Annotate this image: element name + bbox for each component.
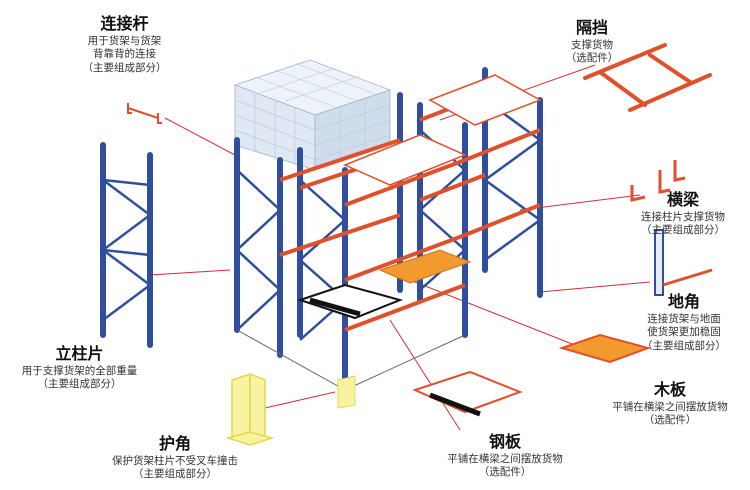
beam-desc-1: 连接柱片支撑货物: [641, 210, 725, 223]
rack-wood-board: [378, 249, 472, 284]
label-divider: 隔挡 支撑货物 （选配件）: [552, 18, 632, 66]
steel-board-desc-1: 平铺在横梁之间摆放货物: [447, 452, 563, 465]
foot-title: 地角: [667, 292, 700, 311]
upright-title: 立柱片: [55, 344, 104, 363]
foot-part: [654, 229, 713, 296]
beam-note: （主要组成部分）: [641, 224, 725, 237]
floor-shadow: [236, 329, 466, 391]
bottom-steel-panel: [296, 283, 404, 320]
wood-board-note: （选配件）: [643, 414, 697, 427]
beam-parts: [630, 160, 686, 202]
beam-title: 横梁: [666, 190, 699, 209]
divider-desc-1: 支撑货物: [571, 38, 613, 51]
foot-desc-1: 连接货架与地面: [647, 312, 721, 325]
divider-title: 隔挡: [575, 18, 608, 37]
foot-note: （主要组成部分）: [642, 340, 726, 353]
connecting-rod-title: 连接杆: [100, 14, 149, 33]
wood-board-title: 木板: [653, 380, 686, 399]
connecting-rod-desc-1: 用于货架与货架: [87, 34, 162, 47]
connecting-rod-part: [127, 103, 162, 124]
label-upright: 立柱片 用于支撑货架的全部重量 （主要组成部分）: [12, 344, 147, 392]
steel-board-note: （选配件）: [478, 466, 532, 479]
steel-board-part: [412, 370, 523, 417]
divider-note: （选配件）: [565, 52, 619, 65]
connecting-rod-note: （主要组成部分）: [82, 62, 167, 75]
label-steel-board: 钢板 平铺在横梁之间摆放货物 （选配件）: [440, 432, 570, 480]
upright-desc-1: 用于支撑货架的全部重量: [21, 364, 138, 377]
guard-corner-part: [225, 372, 275, 446]
top-decks: [343, 74, 542, 186]
label-wood-board: 木板 平铺在横梁之间摆放货物 （选配件）: [605, 380, 735, 428]
wood-board-desc-1: 平铺在横梁之间摆放货物: [612, 400, 728, 413]
upright-note: （主要组成部分）: [37, 378, 122, 391]
guard-title: 护角: [158, 434, 191, 453]
guard-note: （主要组成部分）: [133, 468, 217, 481]
foot-desc-2: 使货架更加稳固: [647, 326, 721, 339]
upright-frames: [100, 67, 543, 393]
label-guard: 护角 保护货架柱片不受叉车撞击 （主要组成部分）: [100, 434, 250, 482]
connecting-rod-desc-2: 背靠背的连接: [93, 48, 156, 61]
cargo-boxes: [233, 59, 392, 171]
label-foot: 地角 连接货架与地面 使货架更加稳固 （主要组成部分）: [628, 292, 740, 354]
label-connecting-rod: 连接杆 用于货架与货架 背靠背的连接 （主要组成部分）: [72, 14, 177, 76]
label-beam: 横梁 连接柱片支撑货物 （主要组成部分）: [628, 190, 738, 238]
wood-board-part: [558, 333, 652, 364]
guard-desc-1: 保护货架柱片不受叉车撞击: [112, 454, 238, 467]
divider-part: [583, 43, 712, 112]
steel-board-title: 钢板: [488, 432, 521, 451]
rack-guard: [337, 375, 356, 409]
